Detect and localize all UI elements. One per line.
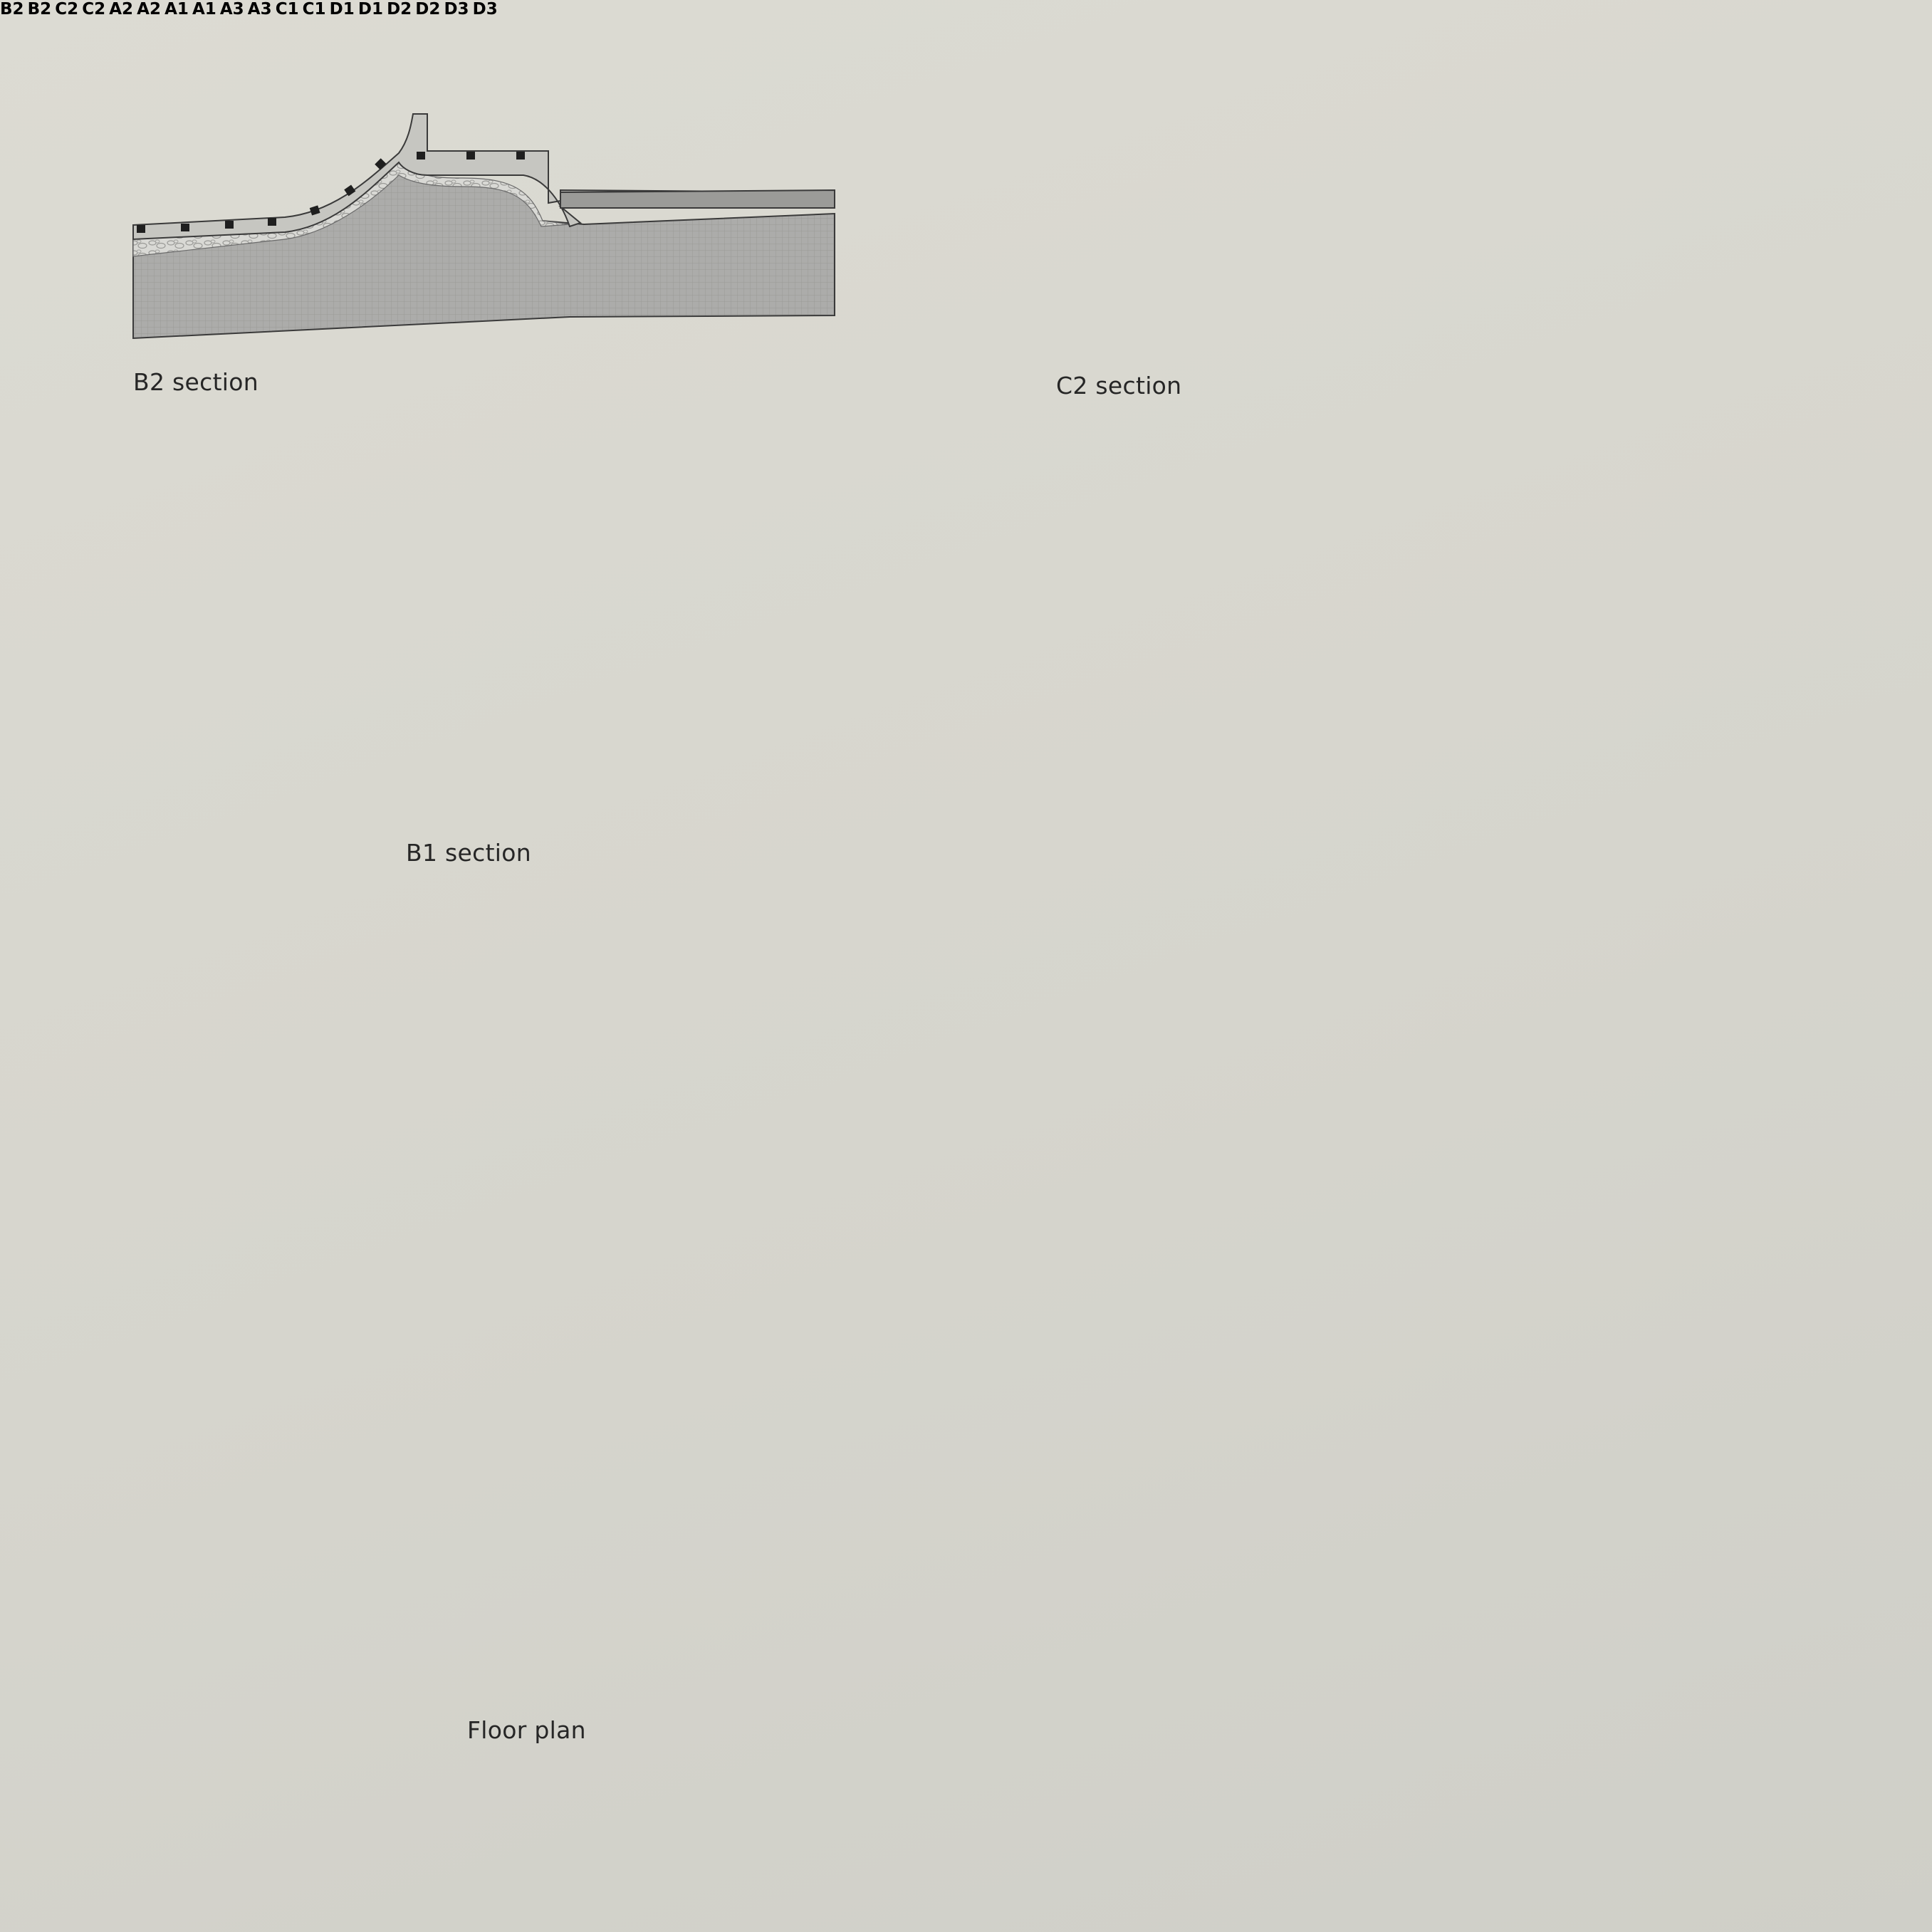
marker-c1-top: C1 xyxy=(275,0,299,19)
marker-d2-bottom: D2 xyxy=(415,0,441,19)
marker-c1-bottom: C1 xyxy=(302,0,326,19)
b2-platform-block xyxy=(560,189,835,209)
floor-plan-caption: Floor plan xyxy=(467,1716,586,1744)
marker-a2-bottom: A2 xyxy=(137,0,161,19)
marker-d1-top: D1 xyxy=(329,0,355,19)
section-marker-labels: B2 B2 C2 C2 A2 A2 A1 A1 A3 A3 C1 C1 D1 D… xyxy=(0,0,498,19)
b2-earth-fill xyxy=(132,162,835,340)
marker-d3-bottom: D3 xyxy=(472,0,498,19)
marker-d3-top: D3 xyxy=(444,0,469,19)
marker-d2-top: D2 xyxy=(387,0,412,19)
marker-a2-top: A2 xyxy=(109,0,134,19)
marker-b2-top: B2 xyxy=(0,0,24,19)
marker-a3-inner: A3 xyxy=(219,0,244,19)
marker-a3-outer: A3 xyxy=(247,0,272,19)
b2-section-drawing xyxy=(132,113,835,340)
marker-a1-right: A1 xyxy=(192,0,216,19)
marker-c2-top: C2 xyxy=(55,0,79,19)
marker-d1-bottom: D1 xyxy=(357,0,383,19)
b1-section-caption: B1 section xyxy=(406,839,531,867)
b2-section-caption: B2 section xyxy=(133,368,259,396)
c2-section-caption: C2 section xyxy=(1056,372,1182,400)
marker-c2-bottom: C2 xyxy=(82,0,106,19)
b2-paver-blocks xyxy=(137,152,525,233)
marker-b2-inner: B2 xyxy=(27,0,52,19)
marker-a1-left: A1 xyxy=(165,0,189,19)
